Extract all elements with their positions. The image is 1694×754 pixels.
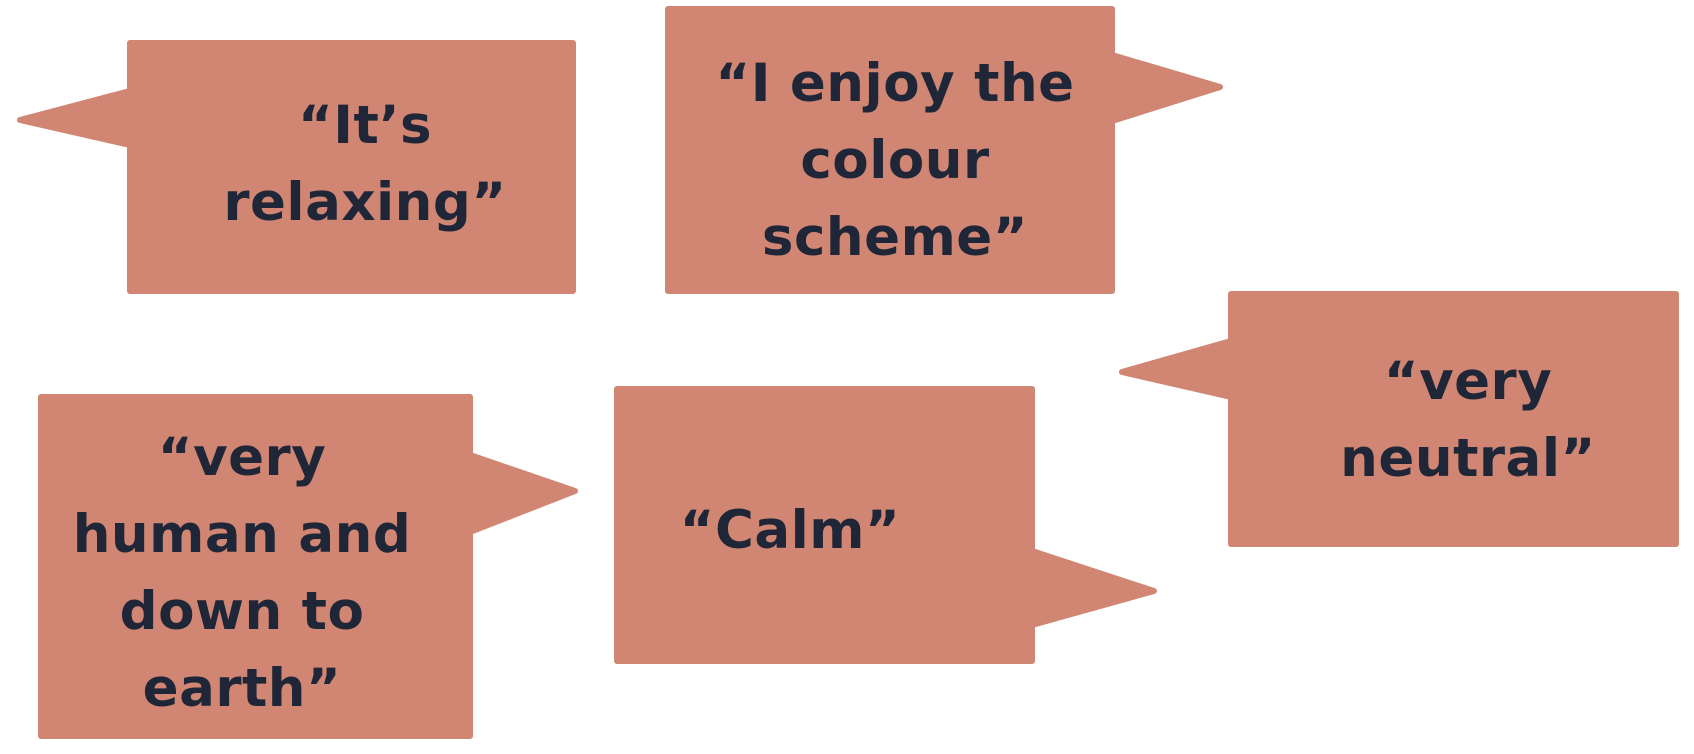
quote-colour-scheme-text: “I enjoy the colour scheme” — [715, 52, 1075, 268]
quote-neutral: “very neutral” — [1318, 340, 1618, 500]
speech-bubble-neutral — [1119, 291, 1679, 547]
quote-human-text: “very human and down to earth” — [72, 427, 412, 719]
quote-calm: “Calm” — [660, 490, 920, 570]
speech-bubble-human — [38, 394, 578, 739]
quote-relaxing-text: “It’s relaxing” — [223, 95, 507, 233]
speech-bubble-colour-scheme — [665, 6, 1223, 294]
quote-colour-scheme: “I enjoy the colour scheme” — [690, 44, 1100, 276]
quote-human: “very human and down to earth” — [62, 418, 422, 728]
quote-calm-text: “Calm” — [679, 499, 901, 561]
quote-neutral-text: “very neutral” — [1340, 351, 1596, 489]
speech-bubble-calm — [614, 386, 1157, 664]
speech-bubble-relaxing — [17, 40, 576, 294]
quote-relaxing: “It’s relaxing” — [210, 84, 520, 244]
